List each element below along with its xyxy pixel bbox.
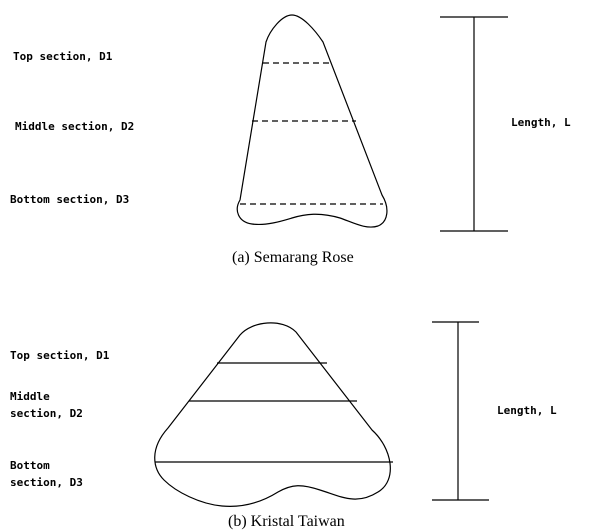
label-top-section: Top section, D1: [13, 50, 113, 63]
label-middle-line2: section, D2: [10, 407, 83, 420]
label-bottom-line2: section, D3: [10, 476, 83, 489]
caption-b: (b) Kristal Taiwan: [228, 513, 345, 530]
figure-a: Top section, D1 Middle section, D2 Botto…: [10, 14, 571, 266]
label-length: Length, L: [511, 116, 571, 129]
semarang-rose-outline: [236, 14, 388, 228]
label-bottom-section: Bottom section, D3: [10, 193, 129, 206]
label-length: Length, L: [497, 404, 557, 417]
label-middle-section: Middle section, D2: [15, 120, 134, 133]
label-bottom-line1: Bottom: [10, 459, 50, 472]
figure-b: Top section, D1 Middle section, D2 Botto…: [10, 321, 557, 530]
caption-a: (a) Semarang Rose: [232, 249, 354, 266]
label-top-section: Top section, D1: [10, 349, 110, 362]
kristal-taiwan-outline: [154, 322, 391, 507]
label-middle-line1: Middle: [10, 390, 50, 403]
